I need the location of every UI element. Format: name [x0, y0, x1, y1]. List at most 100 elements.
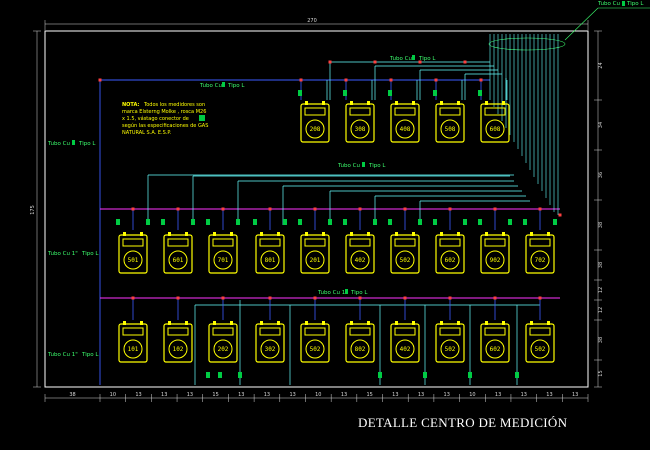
meter-number: 502 — [535, 346, 546, 353]
bottom-dim-value: 13 — [572, 392, 578, 398]
valve — [433, 219, 437, 225]
meter-top-1: 308 — [345, 101, 375, 143]
bottom-dim-value: 15 — [366, 392, 372, 398]
meter-number: 602 — [445, 257, 456, 264]
meter-bottom-2: 202 — [208, 321, 238, 363]
meter-number: 308 — [355, 126, 366, 133]
svg-text:Tubo Cu: Tubo Cu — [47, 141, 70, 147]
valve — [218, 372, 222, 378]
meter-bottom-8: 602 — [480, 321, 510, 363]
meter-number: 902 — [490, 257, 501, 264]
pipe-fitting — [358, 296, 362, 300]
note-line-2: marca Elsterng Molke , rosca M26 — [122, 109, 206, 115]
note-heading: NOTA: — [122, 102, 139, 108]
svg-text:Tipo L: Tipo L — [81, 352, 99, 358]
valve — [508, 219, 512, 225]
bottom-dim-value: 13 — [392, 392, 398, 398]
pipe-fitting — [434, 78, 438, 82]
meter-middle-8: 902 — [480, 232, 510, 274]
bottom-dim-value: 13 — [444, 392, 450, 398]
pipe-fitting — [98, 78, 102, 82]
note-line-4: según las especificaciones de GAS — [122, 122, 208, 129]
meter-number: 102 — [173, 346, 184, 353]
meter-middle-9: 702 — [525, 232, 555, 274]
meter-number: 408 — [400, 126, 411, 133]
bottom-dim-value: 13 — [264, 392, 270, 398]
bottom-dim-value: 10 — [315, 392, 321, 398]
top-leader: Tubo Cu Tipo L — [564, 1, 650, 41]
meter-number: 601 — [173, 257, 184, 264]
bottom-dim-value: 38 — [69, 392, 75, 398]
meter-middle-7: 602 — [435, 232, 465, 274]
valve — [343, 90, 347, 96]
meter-number: 101 — [128, 346, 139, 353]
pipe-fitting — [558, 213, 562, 217]
pipe-fitting — [268, 207, 272, 211]
note-line-1: Todos los medidores son — [143, 102, 205, 108]
valve — [433, 90, 437, 96]
right-dim-value: 38 — [598, 337, 604, 343]
meter-top-0: 208 — [300, 101, 330, 143]
meter-number: 302 — [265, 346, 276, 353]
meter-bottom-7: 502 — [435, 321, 465, 363]
pipe-label-top-row: Tubo Cu Tipo L — [199, 82, 245, 89]
bottom-dim-value: 13 — [546, 392, 552, 398]
meter-bottom-9: 502 — [525, 321, 555, 363]
meter-bottom-6: 402 — [390, 321, 420, 363]
meter-number: 502 — [310, 346, 321, 353]
valve — [161, 219, 165, 225]
meter-middle-0: 501 — [118, 232, 148, 274]
bottom-dim-value: 10 — [469, 392, 475, 398]
left-dimension: 175 — [30, 30, 41, 388]
pipe-fitting — [176, 296, 180, 300]
pipe-fitting — [418, 60, 422, 64]
pipe-fitting — [403, 296, 407, 300]
valve — [206, 372, 210, 378]
pipe-fitting — [358, 207, 362, 211]
valve — [328, 219, 332, 225]
meter-bottom-1: 102 — [163, 321, 193, 363]
pipe-bundle-ellipse — [488, 37, 566, 51]
bottom-dim-value: 13 — [418, 392, 424, 398]
bottom-dim-value: 13 — [238, 392, 244, 398]
meter-number: 201 — [310, 257, 321, 264]
meter-number: 502 — [400, 257, 411, 264]
valve — [418, 219, 422, 225]
pipe-fitting — [479, 78, 483, 82]
pipe-fitting — [131, 296, 135, 300]
pipe-fitting — [493, 296, 497, 300]
pipe-fitting — [538, 296, 542, 300]
bottom-dim-value: 13 — [495, 392, 501, 398]
valve — [283, 219, 287, 225]
valve — [298, 90, 302, 96]
meter-top-4: 608 — [480, 101, 510, 143]
valve — [468, 372, 472, 378]
pipe-fitting — [538, 207, 542, 211]
top-dimension-value: 270 — [307, 18, 317, 24]
valve — [236, 219, 240, 225]
valve — [423, 372, 427, 378]
meter-number: 502 — [445, 346, 456, 353]
svg-text:Tipo L: Tipo L — [350, 290, 368, 296]
pipe-fitting — [313, 207, 317, 211]
pipe-fitting — [176, 207, 180, 211]
valve — [238, 372, 242, 378]
top-leader-label: Tubo Cu — [597, 1, 620, 7]
meter-middle-3: 801 — [255, 232, 285, 274]
meter-middle-4: 201 — [300, 232, 330, 274]
pipe-fitting — [463, 60, 467, 64]
svg-text:Tubo Cu 1": Tubo Cu 1" — [47, 251, 78, 257]
meter-middle-5: 402 — [345, 232, 375, 274]
valve — [523, 219, 527, 225]
meter-number: 402 — [400, 346, 411, 353]
meter-bottom-0: 101 — [118, 321, 148, 363]
right-dim-value: 12 — [598, 287, 604, 293]
right-dim-value: 36 — [598, 172, 604, 178]
bottom-dim-value: 13 — [341, 392, 347, 398]
pipe-fitting — [389, 78, 393, 82]
valve — [388, 219, 392, 225]
pipe-fitting — [268, 296, 272, 300]
bottom-dim-value: 15 — [212, 392, 218, 398]
